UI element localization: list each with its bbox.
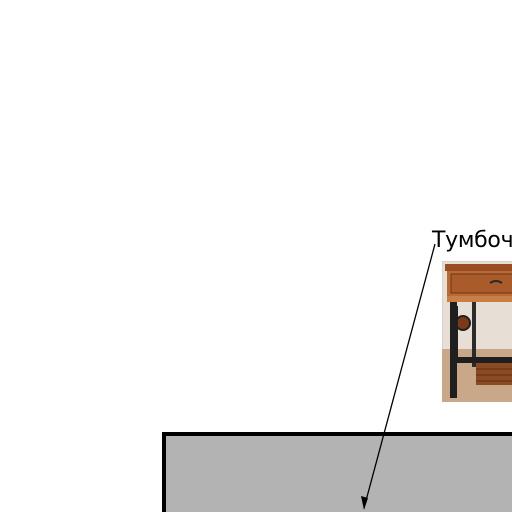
nightstand-photo-icon — [442, 261, 512, 402]
room-floor-plan-rectangle — [162, 432, 512, 512]
nightstand-label: Тумбоч — [432, 228, 512, 253]
